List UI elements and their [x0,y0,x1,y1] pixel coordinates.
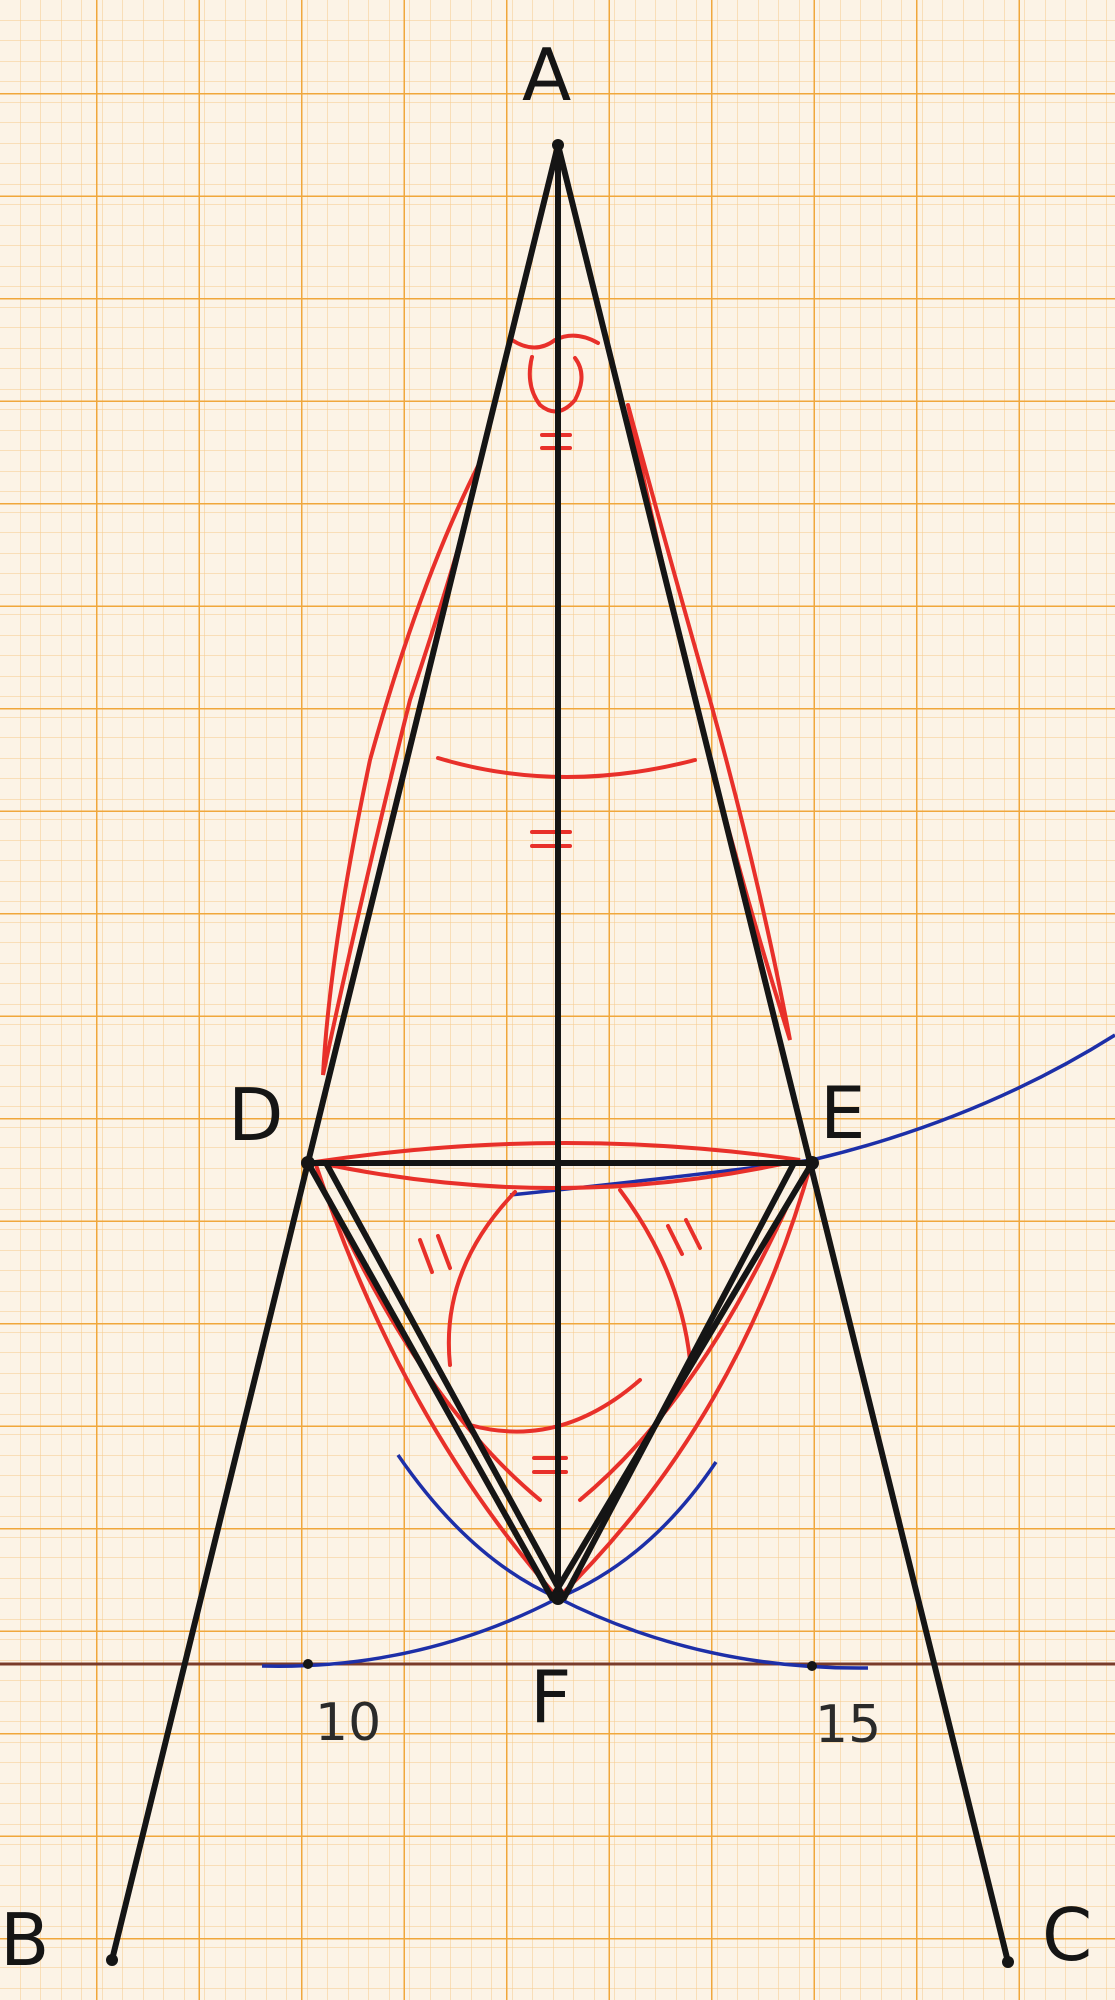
vertex-b [106,1954,118,1966]
label-a: A [522,33,571,117]
vertex-d [301,1156,315,1170]
axis-tick-10: 10 [315,1693,381,1753]
label-b: B [0,1898,49,1982]
right-inner-curve [578,1198,792,1502]
tick-dot-10 [303,1659,313,1669]
vertex-c [1002,1956,1014,1968]
vertex-f [551,1591,565,1605]
vertex-e [805,1156,819,1170]
red-markings [313,333,814,1600]
segment-ef-b [561,1160,797,1601]
vertex-dots [106,139,1014,1968]
arc-inner-right [618,1188,692,1362]
label-d: D [228,1073,283,1157]
segment-df-b [323,1160,567,1601]
arc-right-upper [557,1461,718,1600]
label-e: E [820,1071,866,1155]
label-c: C [1042,1893,1092,1977]
label-f: F [530,1655,571,1739]
segment-ab [109,142,561,1963]
left-loop-upper [321,460,482,1076]
axis-tick-15: 15 [815,1695,881,1755]
vertex-a [552,139,564,151]
arc-left-lower [261,1596,559,1668]
arc-upper-middle [436,756,697,779]
segment-ac [555,142,1011,1965]
left-outer-curve [313,1160,560,1600]
segment-df-a [305,1160,555,1601]
construction-lines [109,142,1011,1965]
arc-left-upper [396,1454,559,1600]
arc-right-lower [557,1596,869,1670]
blue-arcs [261,1033,1115,1670]
right-outer-curve [556,1158,814,1600]
tick-dot-15 [807,1661,817,1671]
arc-inner-left [446,1190,517,1367]
